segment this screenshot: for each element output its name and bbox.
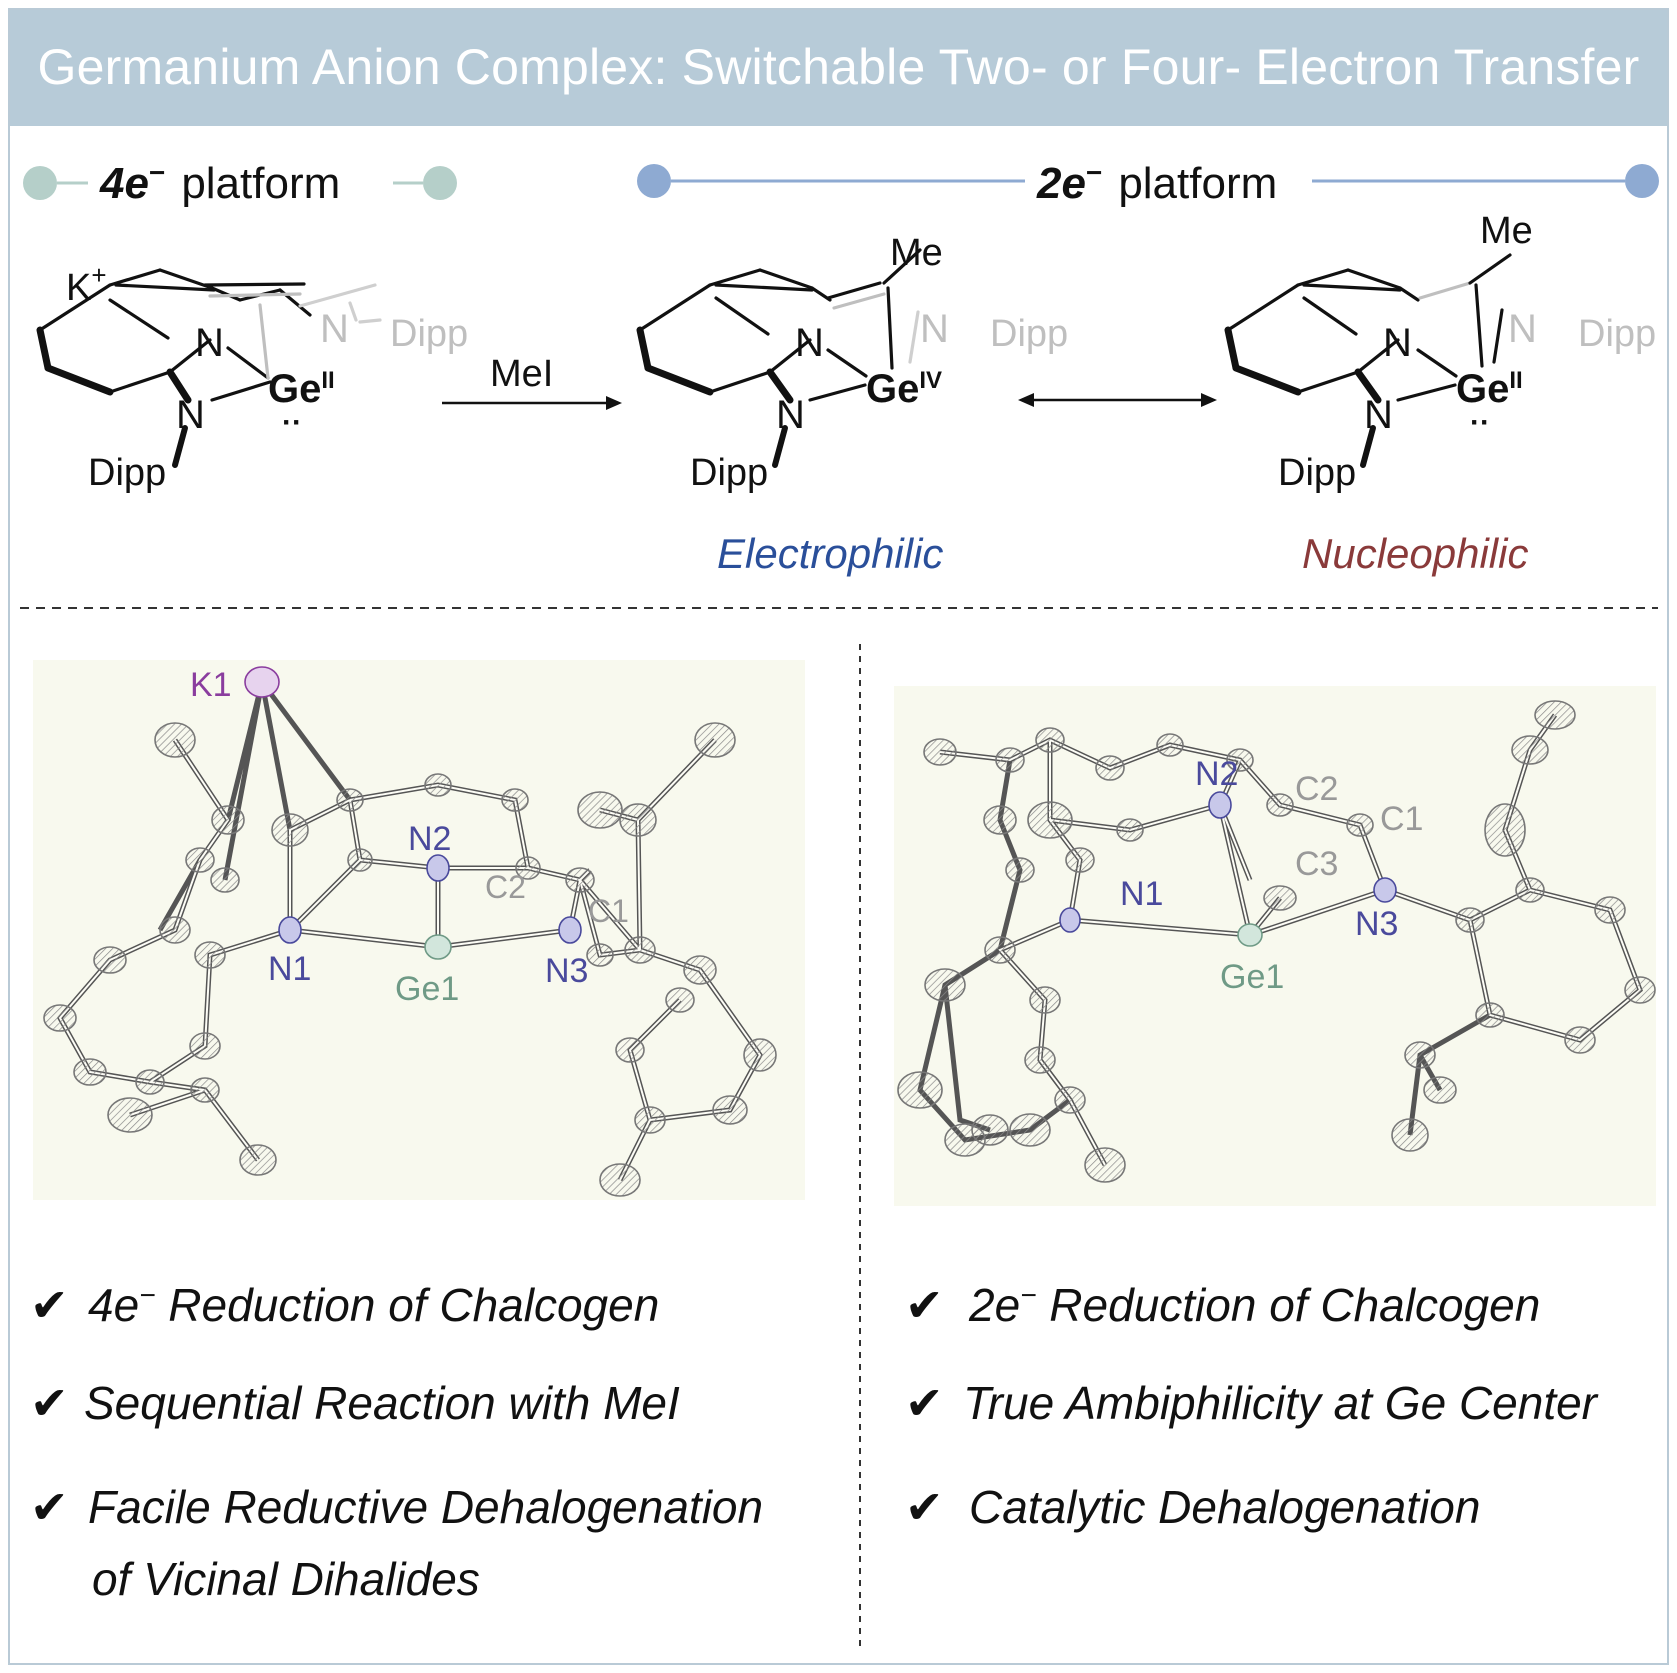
bullet-left-1-text: 4e− Reduction of Chalcogen [88, 1279, 660, 1331]
bullet-right-3-text: Catalytic Dehalogenation [969, 1481, 1481, 1533]
atoms-left [43, 722, 777, 1197]
k-cation: K+ [66, 260, 107, 309]
title-banner: Germanium Anion Complex: Switchable Two-… [8, 8, 1669, 126]
atom-label-c2-left: C2 [485, 869, 526, 905]
bullet-right-1: ✔ 2e− Reduction of Chalcogen [905, 1278, 1540, 1332]
s1-n-amide: N [176, 393, 205, 437]
check-icon: ✔ [30, 1377, 69, 1429]
figure-frame [8, 8, 1669, 1665]
s1-n-imine: N [320, 307, 349, 351]
platform-2e-header: 2e−platform [637, 157, 1659, 208]
bullet-right-2: ✔ True Ambiphilicity at Ge Center [905, 1376, 1597, 1430]
atom-label-n3-left: N3 [545, 952, 588, 990]
bullet-left-1: ✔ 4e− Reduction of Chalcogen [30, 1278, 659, 1332]
atom-label-n2-left: N2 [408, 820, 451, 858]
label-nucleophilic: Nucleophilic [1302, 530, 1528, 577]
crystal-structure-left: K1 N2 C2 C1 N1 Ge1 N3 [33, 660, 805, 1200]
s2-dipp-imine: Dipp [990, 313, 1068, 355]
bullet-left-2-text: Sequential Reaction with MeI [84, 1377, 680, 1429]
platform-2e-label: 2e−platform [1036, 157, 1277, 208]
bullet-left-3-continuation: of Vicinal Dihalides [92, 1553, 480, 1605]
atom-label-n1-left: N1 [268, 950, 311, 988]
check-icon: ✔ [30, 1279, 69, 1331]
bullet-right-2-text: True Ambiphilicity at Ge Center [963, 1377, 1598, 1429]
crystal-structure-right: N2 C2 C1 C3 N1 N3 Ge1 [894, 686, 1656, 1206]
atom-label-c2-right: C2 [1295, 770, 1338, 808]
atom-label-c3-right: C3 [1295, 845, 1338, 883]
heteroatoms-left [244, 666, 582, 960]
s2-dipp-amide: Dipp [690, 452, 768, 494]
atom-label-k1: K1 [190, 666, 232, 704]
bullet-list-right: ✔ 2e− Reduction of Chalcogen ✔ True Ambi… [905, 1278, 1665, 1538]
reagent-label: MeI [490, 353, 553, 395]
reaction-arrow [442, 396, 622, 410]
check-icon: ✔ [30, 1481, 69, 1533]
s3-dipp-imine: Dipp [1578, 313, 1656, 355]
bullet-left-3-text: Facile Reductive Dehalogenation [88, 1481, 764, 1533]
atom-label-n2-right: N2 [1195, 755, 1238, 793]
resonance-arrow [1018, 393, 1217, 407]
bullet-left-3: ✔ Facile Reductive Dehalogenation [30, 1480, 763, 1534]
s3-methyl: Me [1480, 210, 1533, 252]
s1-dipp-imine: Dipp [390, 313, 468, 355]
dot-right-b [1625, 164, 1659, 198]
s2-n-imine: N [920, 307, 949, 351]
s2-n-amide: N [776, 393, 805, 437]
bullet-left-2: ✔ Sequential Reaction with MeI [30, 1376, 680, 1430]
s1-ge: GeII [268, 367, 335, 411]
atom-label-ge1-right: Ge1 [1220, 958, 1284, 996]
atoms-right [897, 700, 1656, 1183]
s3-n-imine: N [1508, 307, 1537, 351]
dot-left-b [423, 166, 457, 200]
bullet-right-3: ✔ Catalytic Dehalogenation [905, 1480, 1480, 1534]
check-icon: ✔ [905, 1481, 944, 1533]
label-electrophilic: Electrophilic [717, 530, 943, 577]
check-icon: ✔ [905, 1279, 944, 1331]
s3-lone-pair: ·· [1470, 406, 1490, 439]
bullet-right-1-text: 2e− Reduction of Chalcogen [969, 1279, 1541, 1331]
structure-ge-ii [1224, 253, 1512, 468]
atom-label-ge1-left: Ge1 [395, 970, 459, 1008]
bullet-list-left: ✔ 4e− Reduction of Chalcogen ✔ Sequentia… [30, 1278, 840, 1638]
dot-right-a [637, 164, 671, 198]
s2-n-pyridine: N [795, 321, 824, 365]
s3-n-pyridine: N [1383, 321, 1412, 365]
s1-lone-pair: ·· [282, 406, 302, 439]
atom-label-c1-right: C1 [1380, 800, 1423, 838]
s2-methyl: Me [890, 232, 943, 274]
s3-dipp-amide: Dipp [1278, 452, 1356, 494]
check-icon: ✔ [905, 1377, 944, 1429]
structure-ge-iv [636, 248, 922, 468]
structure-4e-anion [36, 268, 382, 468]
platform-4e-header: 4e−platform [23, 157, 457, 208]
heteroatoms-right [1059, 791, 1397, 947]
atom-label-n1-right: N1 [1120, 875, 1163, 913]
s3-ge: GeII [1456, 367, 1523, 411]
s2-ge: GeIV [866, 367, 942, 411]
platform-4e-label: 4e−platform [99, 157, 340, 208]
dot-left-a [23, 166, 57, 200]
s3-n-amide: N [1364, 393, 1393, 437]
s1-dipp-amide: Dipp [88, 452, 166, 494]
figure-title: Germanium Anion Complex: Switchable Two-… [37, 39, 1640, 95]
atom-label-c1-left: C1 [588, 893, 629, 929]
s1-n-pyridine: N [195, 321, 224, 365]
atom-label-n3-right: N3 [1355, 905, 1398, 943]
